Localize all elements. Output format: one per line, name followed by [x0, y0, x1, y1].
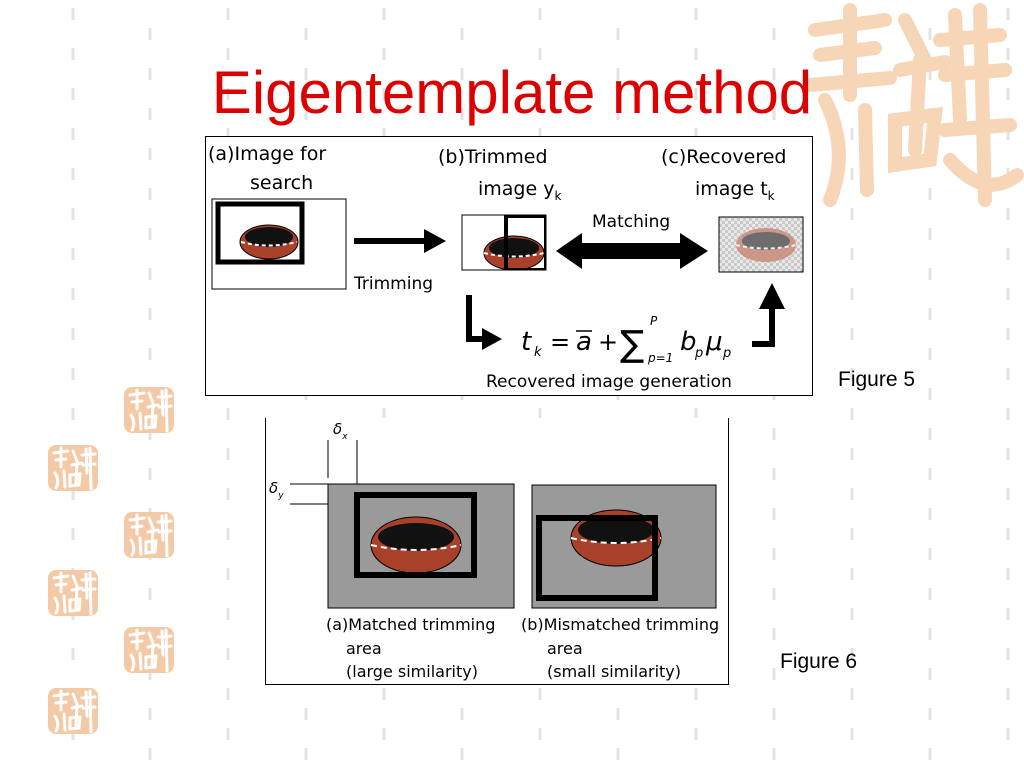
- fig6-panel-b-label: (b)Mismatched trimming: [521, 615, 719, 634]
- fig6-panel-b-label-2: area: [547, 639, 583, 658]
- fig5-panel-a-label-2: search: [250, 172, 313, 194]
- svg-text:∑: ∑: [620, 324, 644, 365]
- svg-text:t: t: [521, 327, 532, 357]
- calligraphy-seal-icon: [46, 686, 100, 736]
- figure-6: δx δy (a)Matched trimming area (large si…: [265, 418, 729, 685]
- fig6-delta-x-label: δx: [333, 420, 348, 442]
- calligraphy-seal-icon: [46, 568, 100, 618]
- fig6-delta-y-label: δy: [269, 479, 284, 501]
- slide-title: Eigentemplate method: [211, 59, 813, 126]
- calligraphy-seal-icon: [122, 385, 176, 435]
- svg-text:=: =: [550, 328, 570, 356]
- svg-text:μ: μ: [705, 327, 723, 357]
- fig5-generation-label: Recovered image generation: [486, 372, 732, 392]
- fig6-panel-b-label-3: (small similarity): [547, 662, 681, 681]
- figure-5-caption: Figure 5: [838, 368, 916, 391]
- fig5-panel-a-label: (a)Image for: [208, 143, 326, 165]
- svg-text:P: P: [650, 314, 658, 328]
- fig5-panel-c-label: (c)Recovered: [661, 146, 786, 168]
- calligraphy-seal-icon: [46, 443, 100, 493]
- svg-text:p: p: [694, 346, 703, 361]
- figure-6-caption: Figure 6: [780, 650, 858, 673]
- fig6-mismatched-window: [536, 515, 658, 601]
- fig5-formula: t k = a + ∑ P p=1 b p μ p: [521, 314, 731, 365]
- svg-text:+: +: [598, 328, 618, 356]
- calligraphy-seal-icon: [122, 625, 176, 675]
- svg-text:p=1: p=1: [647, 351, 673, 365]
- fig5-trimming-label: Trimming: [353, 274, 433, 294]
- fig5-matching-label: Matching: [592, 212, 670, 232]
- fig5-matching-arrow: [556, 233, 708, 269]
- fig5-generation-arrow-out: [752, 307, 775, 347]
- fig5-trimming-window: [215, 201, 305, 265]
- fig6-matched-window: [354, 492, 477, 578]
- figure-6-diagram: δx δy (a)Matched trimming area (large si…: [269, 420, 719, 681]
- fig6-panel-a-label-2: area: [346, 639, 382, 658]
- fig5-panel-c-label-2: image tk: [695, 178, 775, 203]
- svg-text:a: a: [576, 327, 592, 357]
- svg-text:k: k: [534, 345, 542, 360]
- figure-5: (a)Image for search (b)Trimmed image yk …: [205, 136, 813, 396]
- fig5-panel-b-label-2: image yk: [478, 178, 561, 203]
- fig6-panel-a-label: (a)Matched trimming: [326, 615, 495, 634]
- fig5-panel-b-label: (b)Trimmed: [438, 146, 548, 168]
- calligraphy-seal-icon: [122, 510, 176, 560]
- svg-text:b: b: [680, 327, 697, 357]
- calligraphy-logo-icon: [803, 3, 1024, 207]
- svg-text:p: p: [722, 346, 731, 361]
- figure-5-diagram: (a)Image for search (b)Trimmed image yk …: [208, 143, 804, 392]
- fig6-panel-a-label-3: (large similarity): [346, 662, 478, 681]
- fig5-generation-arrow-in: [466, 295, 486, 342]
